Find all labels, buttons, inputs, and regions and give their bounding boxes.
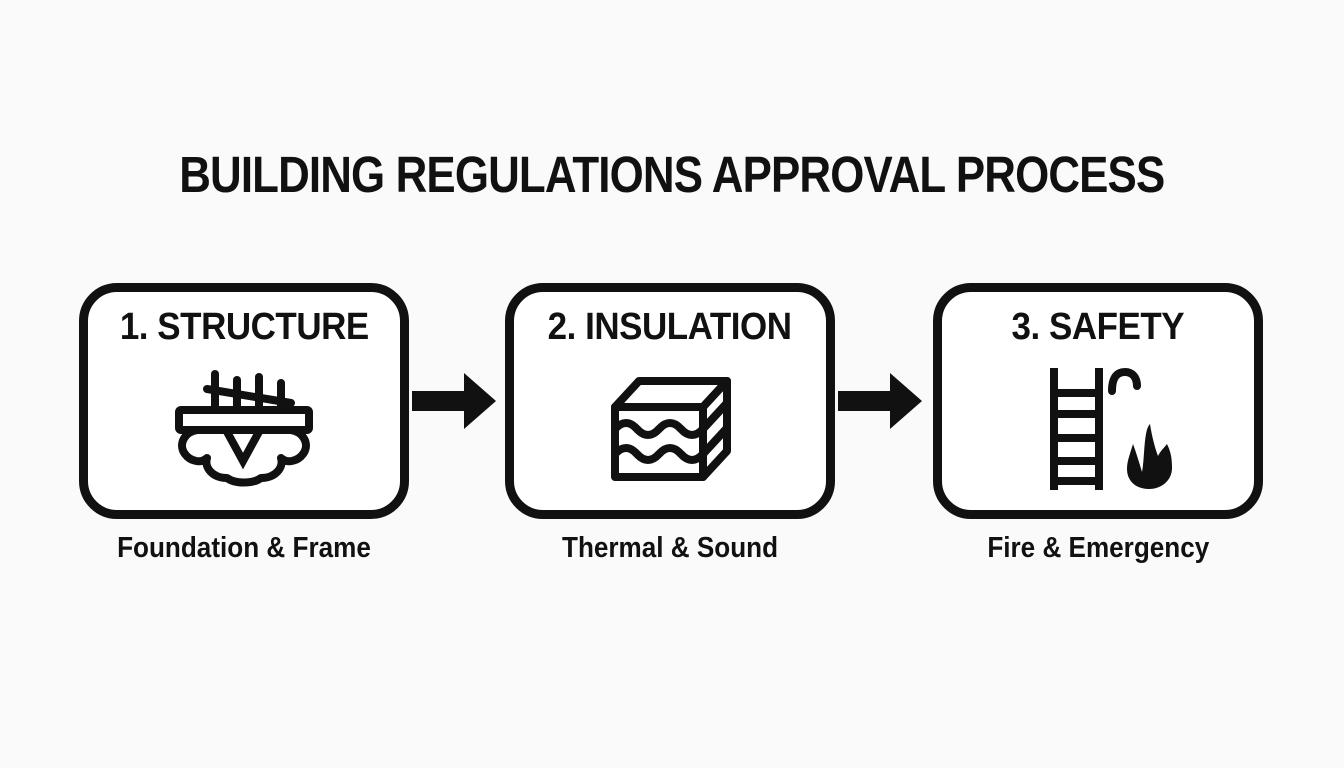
step-box-structure: 1. STRUCTURE [79,283,409,519]
caption-text: Foundation & Frame [117,532,371,564]
arrow-right-icon [838,372,924,435]
step-heading: 2. INSULATION [548,306,792,348]
insulation-layers-icon [611,377,731,481]
icon-wrap [514,348,826,510]
page-title-text: BUILDING REGULATIONS APPROVAL PROCESS [179,146,1165,203]
caption-text: Thermal & Sound [561,532,779,564]
page-title: BUILDING REGULATIONS APPROVAL PROCESS [0,149,1344,200]
caption-text: Fire & Emergency [987,532,1209,564]
step-box-safety: 3. SAFETY [933,283,1263,519]
icon-wrap [88,348,400,510]
foundation-rebar-icon [175,370,313,487]
step-heading: 3. SAFETY [1011,306,1185,348]
step-heading: 1. STRUCTURE [119,306,369,348]
arrow-right-icon [412,372,498,435]
escape-ladder-fire-icon [1050,367,1172,490]
icon-wrap [942,348,1254,510]
step-caption-structure: Foundation & Frame [79,532,409,565]
step-caption-safety: Fire & Emergency [933,532,1263,565]
step-box-insulation: 2. INSULATION [505,283,835,519]
step-caption-insulation: Thermal & Sound [505,532,835,565]
